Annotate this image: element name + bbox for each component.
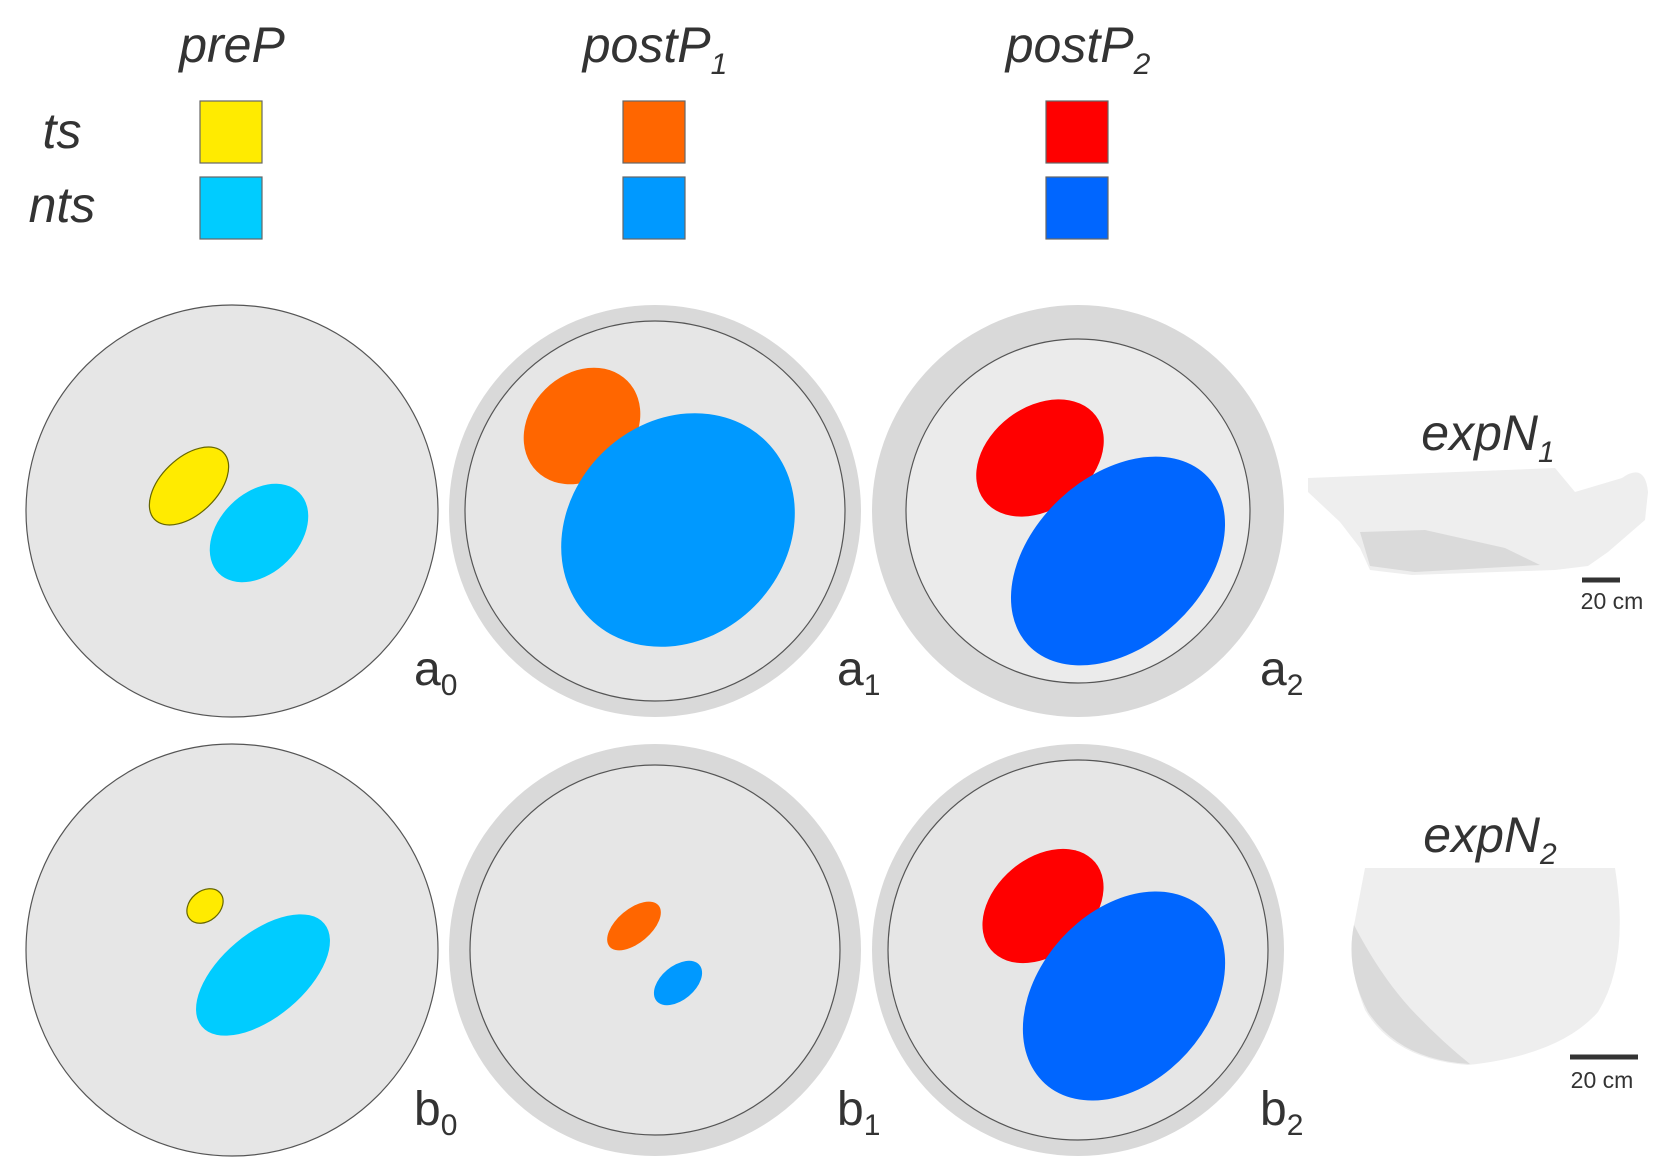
scale-label: 20 cm — [1581, 588, 1644, 614]
scale-label: 20 cm — [1571, 1067, 1634, 1093]
swatch-postp1-nts — [622, 176, 686, 240]
expn1-title: expN1 — [1421, 405, 1554, 469]
expn2-title: expN2 — [1423, 807, 1557, 871]
swatch-postp1-ts — [622, 100, 686, 164]
nts-region — [196, 914, 330, 1036]
panel-label-a0: a0 — [414, 643, 457, 702]
ts-region — [976, 399, 1104, 517]
panel-label-b1: b1 — [837, 1083, 880, 1142]
expn1-inner-layer — [1360, 530, 1540, 572]
ts-region — [148, 446, 230, 526]
nts-region — [561, 413, 795, 647]
swatch-postp2-nts — [1045, 176, 1109, 240]
experiment-expn2: expN2 20 cm — [1351, 807, 1638, 1093]
panel-b2: b2 — [872, 744, 1303, 1156]
row-label-nts: nts — [29, 177, 96, 233]
panel-label-a2: a2 — [1260, 643, 1303, 702]
header-postp2: postP2 — [1004, 17, 1151, 81]
expn2-outline — [1351, 868, 1620, 1065]
experiment-expn1: expN1 20 cm — [1308, 405, 1648, 614]
panel-label-a1: a1 — [837, 643, 880, 702]
panel-b1: b1 — [449, 744, 880, 1156]
header-prep: preP — [177, 17, 285, 73]
nts-region — [653, 960, 703, 1006]
nts-region — [1022, 891, 1226, 1101]
header-postp1: postP1 — [581, 17, 728, 81]
panel-a1: a1 — [449, 305, 880, 717]
panel-a0: a0 — [25, 304, 457, 718]
panel-a2: a2 — [872, 305, 1303, 717]
panel-label-b2: b2 — [1260, 1083, 1303, 1142]
ts-region — [607, 901, 661, 951]
nts-region — [209, 483, 309, 583]
nts-region — [1010, 456, 1226, 666]
swatch-prep-ts — [199, 100, 263, 164]
row-label-ts: ts — [43, 103, 82, 159]
inner-disc — [469, 764, 841, 1136]
expn2-inner-layer — [1351, 925, 1470, 1064]
panel-b0: b0 — [25, 743, 457, 1157]
swatch-prep-nts — [199, 176, 263, 240]
ts-region — [186, 888, 224, 924]
swatch-postp2-ts — [1045, 100, 1109, 164]
panel-label-b0: b0 — [414, 1083, 457, 1142]
